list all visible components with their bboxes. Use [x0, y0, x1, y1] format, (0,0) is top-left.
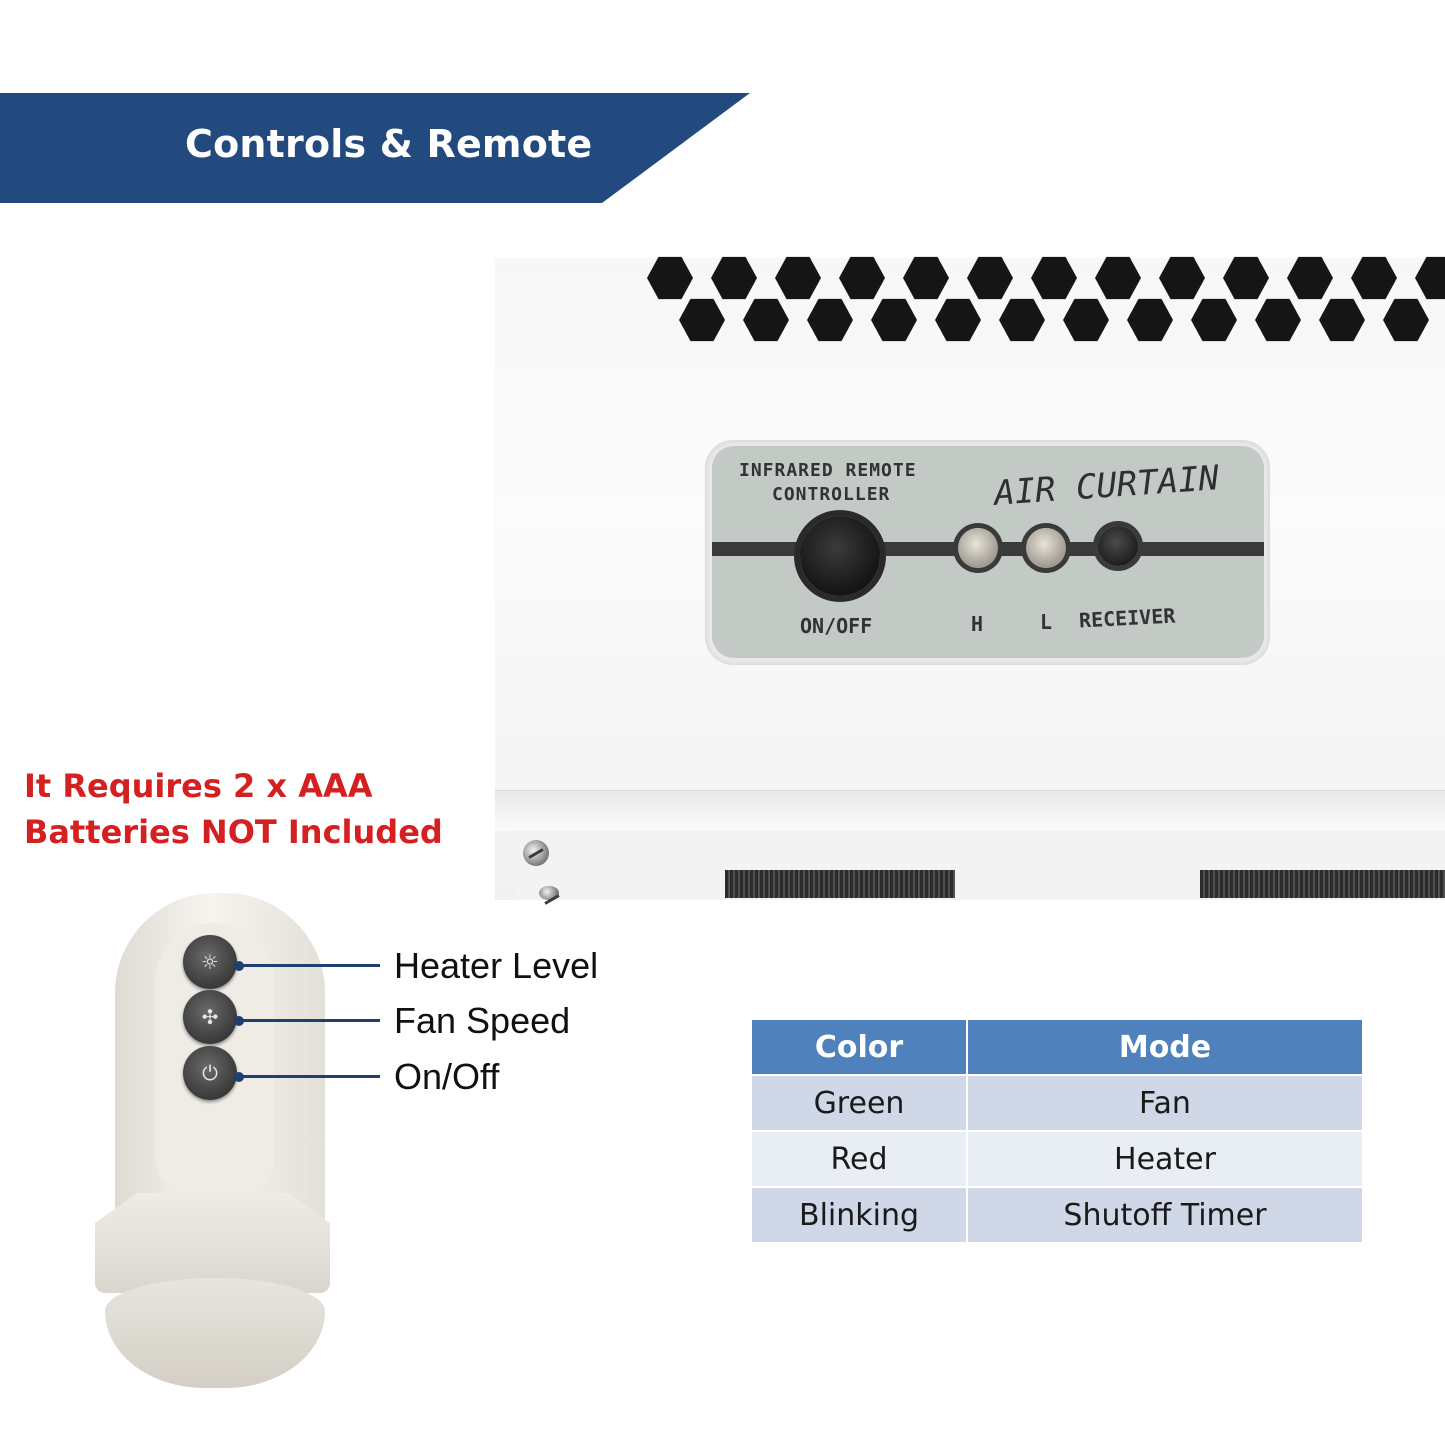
fan-speed-label: Fan Speed — [394, 1000, 571, 1041]
air-outlet — [1200, 870, 1445, 898]
air-curtain-unit: INFRARED REMOTE CONTROLLER AIR CURTAIN O… — [495, 256, 1445, 900]
cell-color: Red — [750, 1130, 968, 1188]
header-mode: Mode — [966, 1018, 1364, 1076]
panel-brand: AIR CURTAIN — [992, 458, 1221, 514]
receiver-sensor — [1098, 526, 1138, 566]
cell-color: Blinking — [750, 1186, 968, 1244]
remote-control: ☼ ✣ ⏻ — [95, 893, 335, 1393]
h-indicator-light — [958, 528, 998, 568]
banner-shape — [0, 93, 750, 203]
sun-icon[interactable]: ☼ — [183, 935, 237, 989]
receiver-label: RECEIVER — [1078, 603, 1176, 633]
unit-lip — [495, 790, 1445, 831]
fan-icon[interactable]: ✣ — [183, 990, 237, 1044]
table-row: Blinking Shutoff Timer — [750, 1186, 1364, 1244]
vent-hole — [967, 256, 1013, 300]
vent-hole — [679, 298, 725, 342]
banner-title: Controls & Remote — [185, 122, 593, 166]
battery-note-line1: It Requires 2 x AAA — [24, 767, 373, 805]
vent-hole — [743, 298, 789, 342]
header-color: Color — [750, 1018, 968, 1076]
air-outlet — [725, 870, 955, 898]
vent-hole — [903, 256, 949, 300]
screw-icon — [539, 886, 559, 900]
mode-table: Color Mode Green Fan Red Heater Blinking… — [750, 1018, 1364, 1244]
vent-hole — [647, 256, 693, 300]
cell-mode: Shutoff Timer — [966, 1186, 1364, 1244]
heater-level-label: Heater Level — [394, 945, 599, 986]
power-button[interactable] — [800, 516, 880, 596]
battery-note: It Requires 2 x AAA Batteries NOT Includ… — [24, 763, 443, 855]
callout-line — [238, 1019, 380, 1022]
cell-mode: Heater — [966, 1130, 1364, 1188]
vent-hole — [711, 256, 757, 300]
screw-icon — [523, 840, 549, 866]
title-banner — [0, 93, 750, 203]
h-label: H — [971, 612, 984, 636]
vent-hole — [935, 298, 981, 342]
l-indicator-light — [1026, 528, 1066, 568]
power-icon[interactable]: ⏻ — [183, 1046, 237, 1100]
onoff-label: ON/OFF — [800, 614, 873, 638]
cell-color: Green — [750, 1074, 968, 1132]
remote-holder — [105, 1278, 325, 1388]
vent-hole — [871, 298, 917, 342]
callout-line — [238, 964, 380, 967]
table-row: Green Fan — [750, 1074, 1364, 1132]
on-off-label: On/Off — [394, 1056, 500, 1097]
control-panel: INFRARED REMOTE CONTROLLER AIR CURTAIN O… — [712, 446, 1264, 658]
cell-mode: Fan — [966, 1074, 1364, 1132]
panel-label-line2: CONTROLLER — [772, 484, 891, 505]
callout-line — [238, 1075, 380, 1078]
vent-hole — [807, 298, 853, 342]
table-header-row: Color Mode — [750, 1018, 1364, 1076]
table-row: Red Heater — [750, 1130, 1364, 1188]
panel-label-line1: INFRARED REMOTE — [739, 460, 917, 481]
remote-clip — [95, 1193, 330, 1293]
l-label: L — [1040, 610, 1053, 634]
vent-hole — [775, 256, 821, 300]
battery-note-line2: Batteries NOT Included — [24, 813, 443, 851]
vent-hole — [839, 256, 885, 300]
